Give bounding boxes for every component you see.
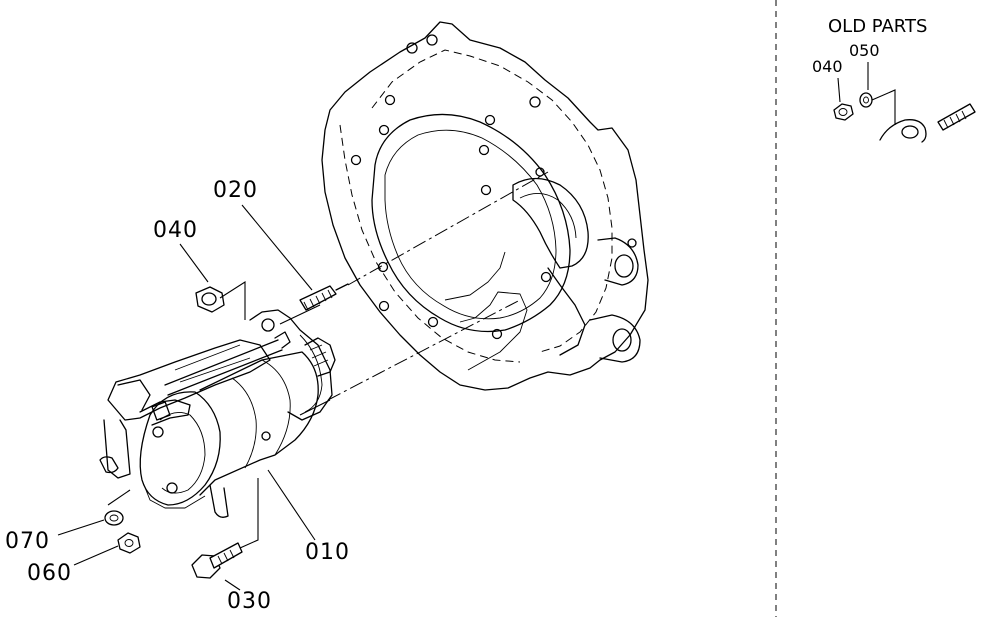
- callout-010: 010: [305, 540, 350, 565]
- starter-motor: [99, 309, 336, 518]
- washer-070: [104, 510, 124, 526]
- old-parts-inset: OLD PARTS 050 040: [812, 16, 976, 143]
- nut-040: [195, 280, 246, 320]
- bolt-030: [191, 478, 259, 579]
- old-parts-title: OLD PARTS: [828, 16, 927, 37]
- nut-060: [117, 532, 141, 554]
- callout-060: 060: [27, 561, 72, 586]
- callout-020: 020: [213, 178, 258, 203]
- old-parts-callout-040: 040: [812, 57, 843, 76]
- callout-030: 030: [227, 589, 272, 614]
- stud-bolt: [299, 283, 349, 311]
- callout-070: 070: [5, 529, 50, 554]
- flywheel-housing: [321, 21, 649, 391]
- old-parts-callout-050: 050: [849, 41, 880, 60]
- callout-040: 040: [153, 218, 198, 243]
- leader-lines: [57, 204, 316, 591]
